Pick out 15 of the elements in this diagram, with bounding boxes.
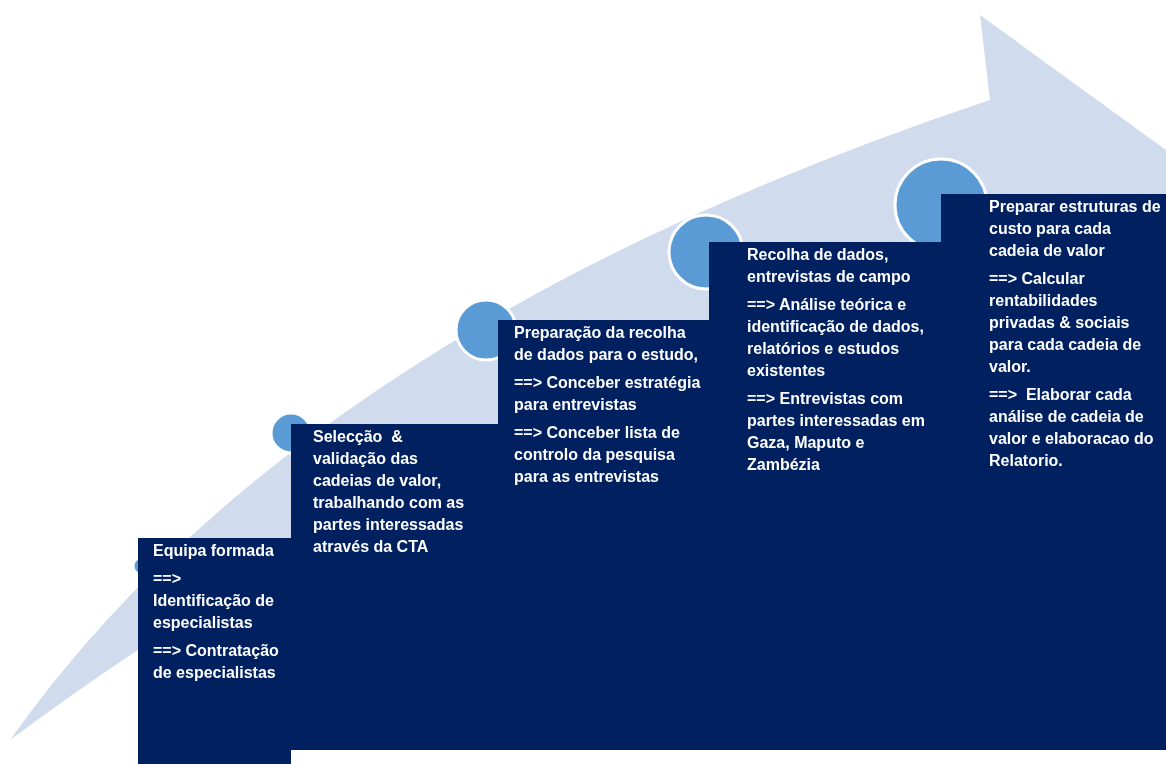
step-text: ==> Conceber lista de controlo da pesquisa para as entrevistas (514, 423, 681, 487)
step-text: Preparar estruturas de custo para cada cadeia de valor (989, 197, 1162, 261)
step-text: Recolha de dados, entrevistas de campo (747, 245, 912, 287)
step-box (941, 194, 1166, 750)
step-text: Equipa formada (153, 541, 275, 561)
step-text: ==> Elaborar cada análise de cadeia de valor e elaboracao do Relatorio. (989, 385, 1155, 471)
step-text: ==> Conceber estratégia para entrevistas (514, 373, 702, 415)
step-box (138, 538, 291, 764)
step-text: ==> Contratação de especialistas (153, 641, 280, 683)
step-text: ==> Entrevistas com partes interessadas em Gaza, Maputo e Zambézia (747, 389, 926, 475)
step-text: ==> Calcular rentabilidades privadas & sociais para cada cadeia de valor. (989, 269, 1143, 377)
step-text: ==> Identificação de especialistas (153, 569, 275, 633)
step-text: ==> Análise teórica e identificação de dados, relatórios e estudos existentes (747, 295, 925, 381)
step-text: Selecção & validação das cadeias de valor, trabalhando com as partes interessadas através da CTA (313, 427, 466, 557)
step-text: Preparação da recolha de dados para o estudo, (514, 323, 700, 365)
